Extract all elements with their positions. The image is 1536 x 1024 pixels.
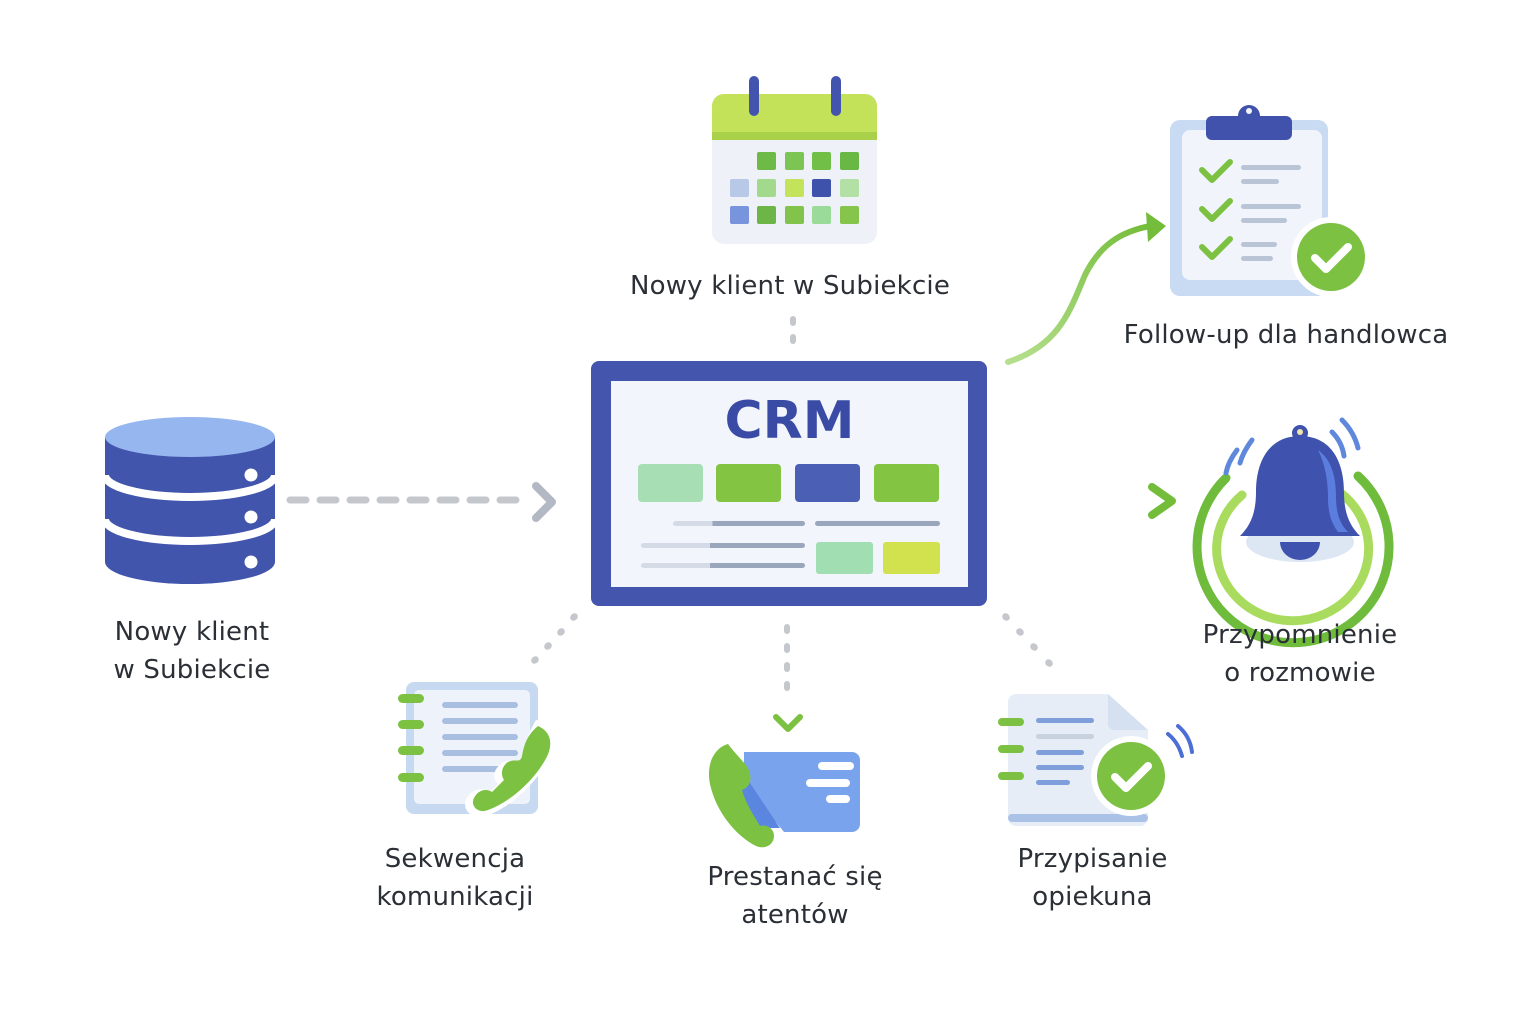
label-line: Przypisanie — [1017, 844, 1168, 874]
label-line: opiekuna — [1032, 882, 1153, 912]
label-line: komunikacji — [376, 882, 534, 912]
crm-screen: CRM — [611, 381, 968, 587]
label-followup: Follow-up dla handlowca — [1086, 316, 1486, 354]
notebook-phone-icon[interactable] — [396, 680, 566, 820]
connector-crm-sequence — [531, 613, 578, 664]
label-calendar: Nowy klient w Subiekcie — [590, 267, 990, 305]
calendar-icon — [712, 76, 877, 244]
label-contact: Prestanać się atentów — [675, 858, 915, 934]
label-database: Nowy klient w Subiekcie — [92, 613, 292, 689]
crm-tile — [795, 464, 860, 502]
connector-crm-assign — [1002, 613, 1053, 667]
connector-crm-reminder — [1012, 483, 1176, 519]
label-line: Follow-up dla handlowca — [1123, 320, 1449, 350]
crm-title: CRM — [724, 391, 855, 451]
crm-line — [641, 543, 805, 548]
connector-database-crm — [286, 482, 556, 522]
label-line: Nowy klient w Subiekcie — [629, 271, 951, 301]
node-calendar[interactable] — [700, 70, 890, 310]
crm-tile — [883, 542, 940, 574]
database-icon[interactable] — [101, 415, 279, 585]
document-check-icon[interactable] — [996, 690, 1196, 830]
crm-line — [673, 521, 805, 526]
label-line: Nowy klient — [114, 617, 270, 647]
label-reminder: Przypomnienie o rozmowie — [1180, 616, 1420, 692]
label-line: atentów — [741, 900, 849, 930]
label-line: Prestanać się — [707, 862, 883, 892]
crm-tile — [638, 464, 703, 502]
clipboard-check-icon[interactable] — [1168, 102, 1371, 302]
crm-panel[interactable]: CRM — [591, 361, 987, 606]
crm-tile — [816, 542, 873, 574]
label-line: Sekwencja — [384, 844, 526, 874]
crm-tile — [716, 464, 781, 502]
phone-card-icon[interactable] — [706, 742, 866, 852]
crm-line — [641, 563, 805, 568]
connector-crm-contact — [773, 624, 803, 732]
bell-icon[interactable] — [1190, 410, 1400, 648]
crm-line — [815, 521, 940, 526]
label-line: w Subiekcie — [113, 655, 271, 685]
label-sequence: Sekwencja komunikacji — [340, 840, 570, 916]
crm-tile — [874, 464, 939, 502]
connector-crm-followup — [1005, 212, 1166, 365]
label-line: Przypomnienie — [1202, 620, 1398, 650]
label-line: o rozmowie — [1224, 658, 1376, 688]
label-assign: Przypisanie opiekuna — [975, 840, 1210, 916]
connector-calendar-crm — [790, 316, 796, 344]
